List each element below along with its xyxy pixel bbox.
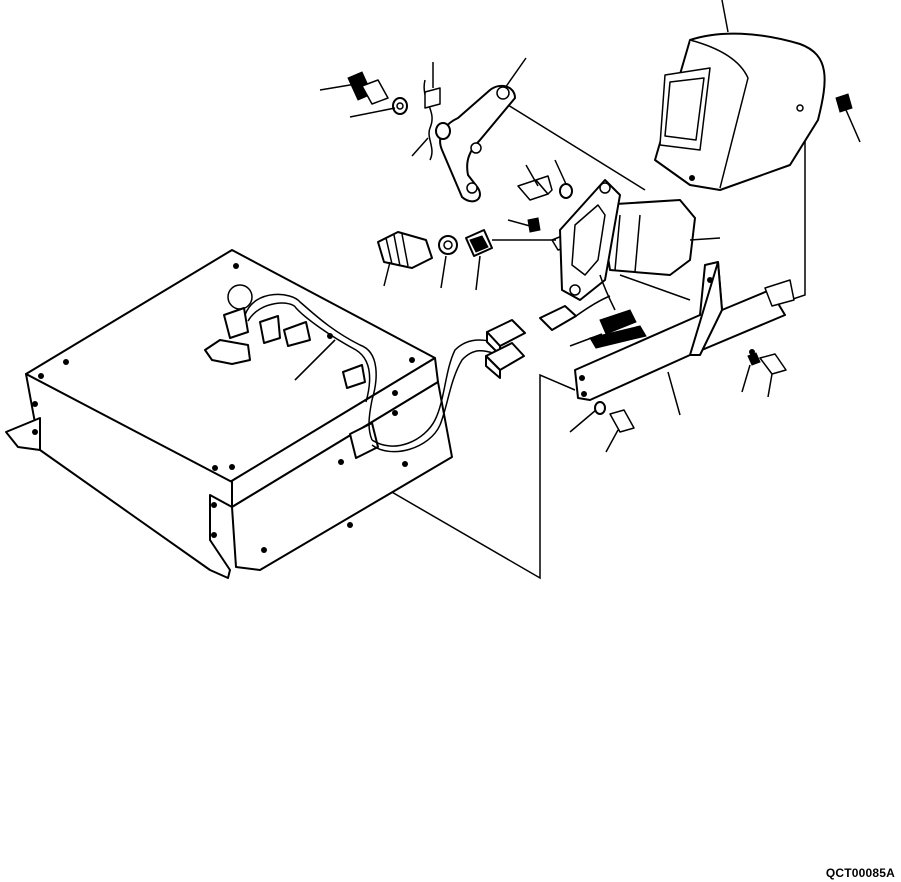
harness-connectors — [485, 295, 611, 379]
switch-unit — [559, 179, 696, 311]
leader-lines — [294, 0, 861, 453]
base-plate — [5, 249, 453, 579]
link-plate — [439, 84, 516, 203]
reference-lines — [339, 99, 806, 580]
support-bracket — [574, 261, 795, 401]
housing-cover — [654, 32, 826, 191]
drawing-code: QCT00085A — [825, 866, 895, 880]
fasteners — [347, 71, 853, 433]
